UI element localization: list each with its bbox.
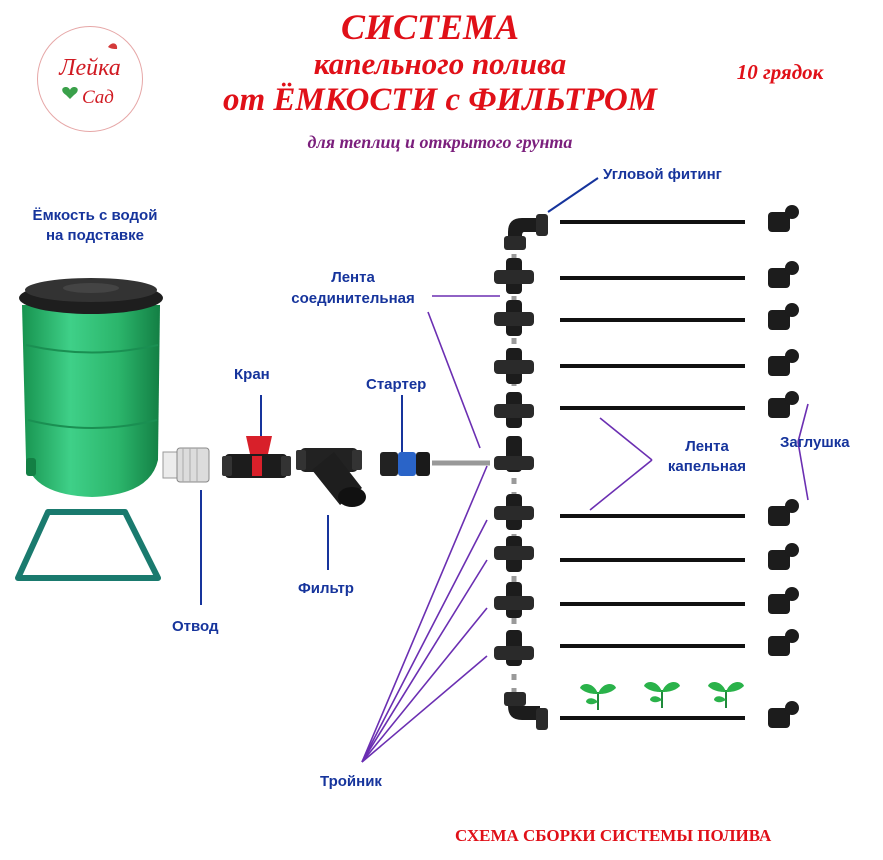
title-line-1: СИСТЕМА (340, 7, 520, 47)
tee-fittings (494, 258, 534, 666)
seedling-icon (580, 684, 616, 710)
starter (380, 452, 430, 476)
logo-art (62, 43, 118, 99)
label-outlet: Отвод (172, 618, 219, 635)
label-drip-tape: Лента капельная (667, 438, 747, 475)
logo-leaf-icon (62, 87, 78, 99)
tee-fitting (494, 392, 534, 428)
end-plug (768, 205, 799, 232)
bed-count: 10 грядок (736, 60, 824, 84)
logo-word-1: Лейка (59, 55, 121, 81)
label-plug: Заглушка (780, 434, 850, 451)
tee-fitting (494, 630, 534, 666)
logo-watering-can-icon (108, 43, 118, 49)
end-plug (768, 701, 799, 728)
outlet-fitting (162, 447, 210, 483)
end-plug (768, 261, 799, 288)
tank-stand (15, 509, 161, 581)
tee-fitting (494, 348, 534, 384)
end-plug (768, 349, 799, 376)
corner-fitting-bottom (504, 692, 548, 730)
end-plugs (768, 205, 799, 728)
label-corner-fitting: Угловой фитинг (603, 166, 722, 183)
label-valve: Кран (234, 366, 270, 383)
end-plug (768, 629, 799, 656)
drip-tapes (560, 220, 745, 720)
label-filter: Фильтр (298, 580, 354, 597)
logo-badge: Лейка Сад (37, 26, 143, 132)
purple-leaders (361, 295, 809, 763)
footer-caption: СХЕМА СБОРКИ СИСТЕМЫ ПОЛИВА (455, 826, 772, 845)
tee-fitting (494, 582, 534, 618)
label-starter: Стартер (366, 376, 427, 393)
water-tank (19, 278, 163, 497)
end-plug (768, 303, 799, 330)
tee-fitting (494, 258, 534, 294)
label-connecting-tape: Лента соединительная (291, 269, 415, 307)
seedling-icon (708, 682, 744, 708)
label-tank: Ёмкость с водой на подставке (32, 207, 158, 244)
corner-fitting-top (504, 214, 548, 250)
tee-fitting (494, 536, 534, 572)
end-plug (768, 391, 799, 418)
blue-leaders (200, 177, 599, 605)
tee-fitting (494, 300, 534, 336)
end-plug (768, 587, 799, 614)
title-line-3: от ЁМКОСТИ с ФИЛЬТРОМ (222, 82, 658, 118)
title-line-2: капельного полива (313, 46, 567, 81)
end-plug (768, 543, 799, 570)
filter (296, 448, 366, 507)
end-plug (768, 499, 799, 526)
logo-word-2: Сад (82, 87, 114, 108)
valve (222, 436, 291, 478)
label-tee: Тройник (320, 773, 382, 790)
seedling-icon (644, 682, 680, 708)
tee-fitting (494, 494, 534, 530)
seedlings (580, 682, 744, 710)
subtitle: для теплиц и открытого грунта (307, 132, 573, 152)
tee-fitting (494, 436, 534, 472)
